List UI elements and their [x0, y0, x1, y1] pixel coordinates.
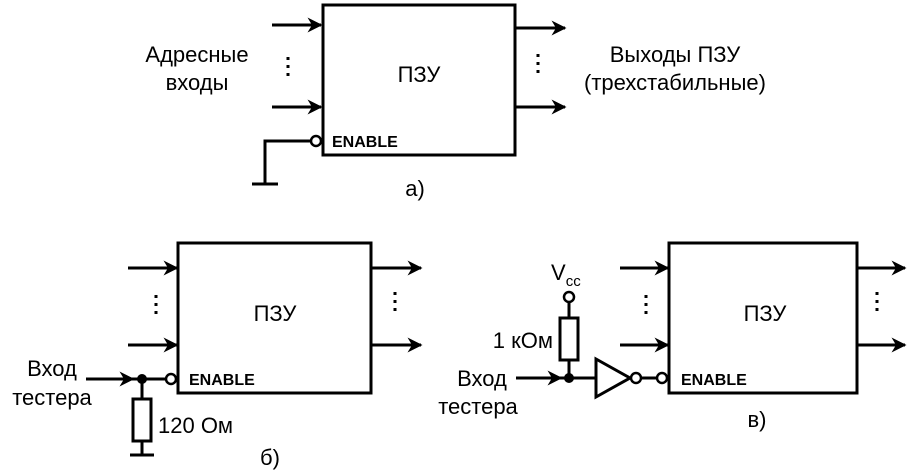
rom-label-b: ПЗУ [254, 301, 298, 326]
enable-ground-wire-a [263, 139, 311, 184]
rom-block-a [321, 3, 517, 157]
enable-label-a: ENABLE [332, 134, 398, 151]
enable-bubble-b [164, 372, 178, 386]
tester-input-label-line1-c: Вход [457, 366, 507, 391]
vcc-label-subscript: cc [566, 273, 582, 290]
enable-label-b: ENABLE [189, 372, 255, 389]
vcc-terminal [562, 290, 576, 304]
address-inputs-label-line2: входы [166, 70, 229, 95]
rom-label-a: ПЗУ [398, 62, 442, 87]
resistor-1k-ohm [558, 316, 580, 362]
rom-block-b [176, 241, 373, 395]
caption-a: а) [405, 176, 425, 201]
rom-block-c [667, 241, 859, 395]
junction-dot-c [564, 373, 574, 383]
tester-input-label-line1-b: Вход [27, 356, 77, 381]
rom-outputs-label-line2: (трехстабильные) [584, 70, 766, 95]
caption-b: б) [260, 445, 280, 470]
tester-input-label-line2-c: тестера [438, 394, 518, 419]
diagram-b: ПЗУ ENABLE Вход тестера 120 Ом б) [12, 241, 423, 470]
diagram-c: ПЗУ ENABLE Vcc 1 кОм Вход тестера в) [438, 241, 907, 432]
resistor-120-ohm [131, 397, 153, 443]
vcc-label-main: V [551, 260, 566, 285]
vcc-label: Vcc [551, 260, 581, 290]
diagram-a: ПЗУ ENABLE Адресные входы Выходы ПЗУ (тр… [145, 3, 766, 201]
enable-bubble-c [655, 371, 669, 385]
inverter-output-bubble [629, 371, 643, 385]
caption-c: в) [747, 407, 766, 432]
inverter-buffer [594, 356, 634, 400]
enable-bubble-a [309, 134, 323, 148]
address-inputs-label-line1: Адресные [145, 42, 248, 67]
rom-label-c: ПЗУ [744, 301, 788, 326]
resistor-label-b: 120 Ом [158, 413, 233, 438]
resistor-label-c: 1 кОм [493, 328, 553, 353]
enable-label-c: ENABLE [681, 372, 747, 389]
tester-input-label-line2-b: тестера [12, 385, 92, 410]
rom-outputs-label-line1: Выходы ПЗУ [610, 42, 742, 67]
